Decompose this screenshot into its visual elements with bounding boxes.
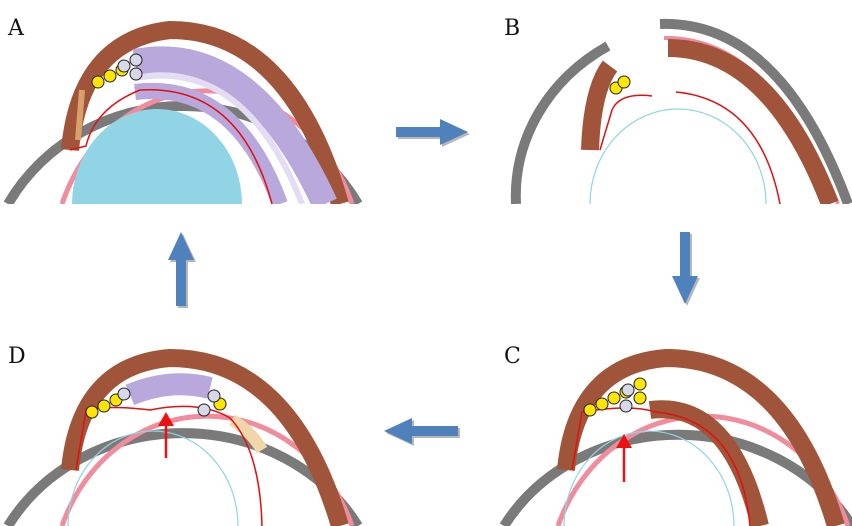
red-outline-left xyxy=(600,95,652,150)
panel-d xyxy=(8,358,358,526)
arrow-b-to-c xyxy=(672,232,700,306)
brown-cell-layer-right xyxy=(668,48,830,204)
panel-a xyxy=(8,30,358,204)
light-blue-outline xyxy=(68,431,238,526)
tan-cell-layer xyxy=(78,90,82,140)
purple-band xyxy=(130,384,210,395)
light-blue-outline xyxy=(564,431,734,526)
yellow-cells xyxy=(610,76,630,94)
arrow-a-to-b xyxy=(396,119,470,147)
arrow-d-to-a xyxy=(168,232,196,308)
brown-cell-layer-left xyxy=(590,66,610,150)
light-blue-outline xyxy=(590,109,766,204)
red-outline xyxy=(572,408,750,526)
panel-c xyxy=(504,358,852,526)
brown-cell-inner xyxy=(650,409,760,526)
panel-b xyxy=(516,24,848,204)
arrow-c-to-d xyxy=(384,418,460,446)
